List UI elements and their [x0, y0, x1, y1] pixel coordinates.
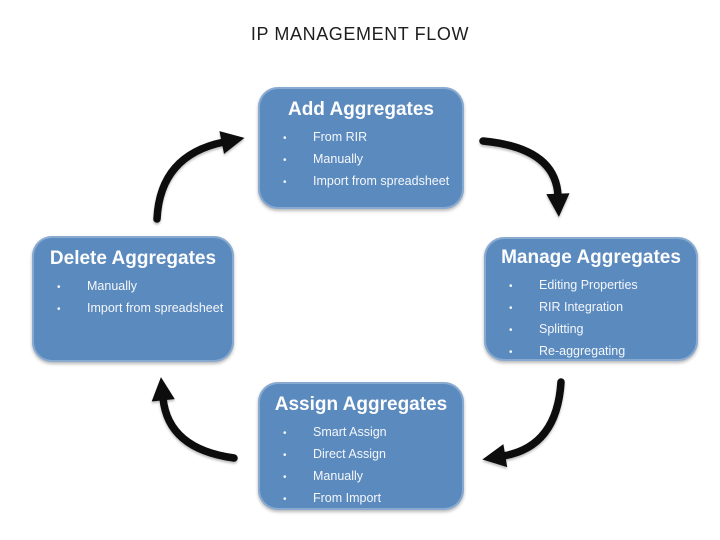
bullet-text: From Import: [313, 491, 382, 505]
arrow-add-to-manage: [479, 137, 570, 217]
bullet-text: From RIR: [313, 130, 368, 144]
node-assign-aggregates: Assign Aggregates • Smart Assign • Direct …: [258, 382, 464, 510]
node-manage-aggregates: Manage Aggregates • Editing Properties • R…: [484, 237, 698, 361]
bullet-icon: •: [57, 304, 61, 315]
bullet-item: • Import from spreadsheet: [57, 298, 224, 320]
node-title: Assign Aggregates: [274, 394, 448, 415]
bullet-text: Import from spreadsheet: [313, 174, 450, 188]
bullet-text: Splitting: [539, 322, 584, 336]
node-bullet-list: • Editing Properties • RIR Integration • Sp…: [494, 275, 688, 363]
arrow-assign-to-delete: [151, 377, 238, 462]
node-title: Manage Aggregates: [501, 247, 681, 268]
node-delete-aggregates: Delete Aggregates • Manually • Import from…: [32, 236, 234, 362]
bullet-text: Smart Assign: [313, 425, 387, 439]
bullet-icon: •: [283, 155, 287, 166]
bullet-icon: •: [57, 282, 61, 293]
bullet-icon: •: [283, 177, 287, 188]
node-title: Delete Aggregates: [49, 248, 217, 269]
bullet-item: • Manually: [283, 466, 454, 488]
bullet-icon: •: [283, 133, 287, 144]
bullet-icon: •: [283, 494, 287, 505]
arrow-delete-to-add: [153, 131, 245, 223]
node-add-aggregates: Add Aggregates • From RIR • Manually • Impo…: [258, 87, 464, 209]
bullet-icon: •: [509, 303, 513, 314]
node-title: Add Aggregates: [287, 99, 435, 120]
bullet-text: Manually: [313, 469, 364, 483]
bullet-item: • Splitting: [509, 319, 688, 341]
bullet-text: Direct Assign: [313, 447, 386, 461]
bullet-text: Manually: [87, 279, 138, 293]
bullet-icon: •: [283, 428, 287, 439]
bullet-item: • From RIR: [283, 127, 454, 149]
bullet-text: Editing Properties: [539, 278, 638, 292]
node-bullet-list: • Manually • Import from spreadsheet: [42, 276, 224, 320]
bullet-item: • Direct Assign: [283, 444, 454, 466]
bullet-text: RIR Integration: [539, 300, 624, 314]
bullet-icon: •: [283, 472, 287, 483]
arrow-manage-to-assign: [482, 378, 565, 468]
bullet-item: • Editing Properties: [509, 275, 688, 297]
diagram-title: IP MANAGEMENT FLOW: [250, 24, 470, 44]
bullet-text: Re-aggregating: [539, 344, 626, 358]
bullet-item: • Re-aggregating: [509, 341, 688, 363]
bullet-item: • RIR Integration: [509, 297, 688, 319]
bullet-icon: •: [283, 450, 287, 461]
bullet-icon: •: [509, 281, 513, 292]
bullet-item: • Import from spreadsheet: [283, 171, 454, 193]
bullet-text: Manually: [313, 152, 364, 166]
bullet-text: Import from spreadsheet: [87, 301, 224, 315]
bullet-item: • From Import: [283, 488, 454, 510]
bullet-icon: •: [509, 347, 513, 358]
bullet-item: • Manually: [57, 276, 224, 298]
bullet-item: • Smart Assign: [283, 422, 454, 444]
bullet-icon: •: [509, 325, 513, 336]
node-bullet-list: • From RIR • Manually • Import from spreads…: [268, 127, 454, 193]
bullet-item: • Manually: [283, 149, 454, 171]
node-bullet-list: • Smart Assign • Direct Assign • Manually •…: [268, 422, 454, 510]
